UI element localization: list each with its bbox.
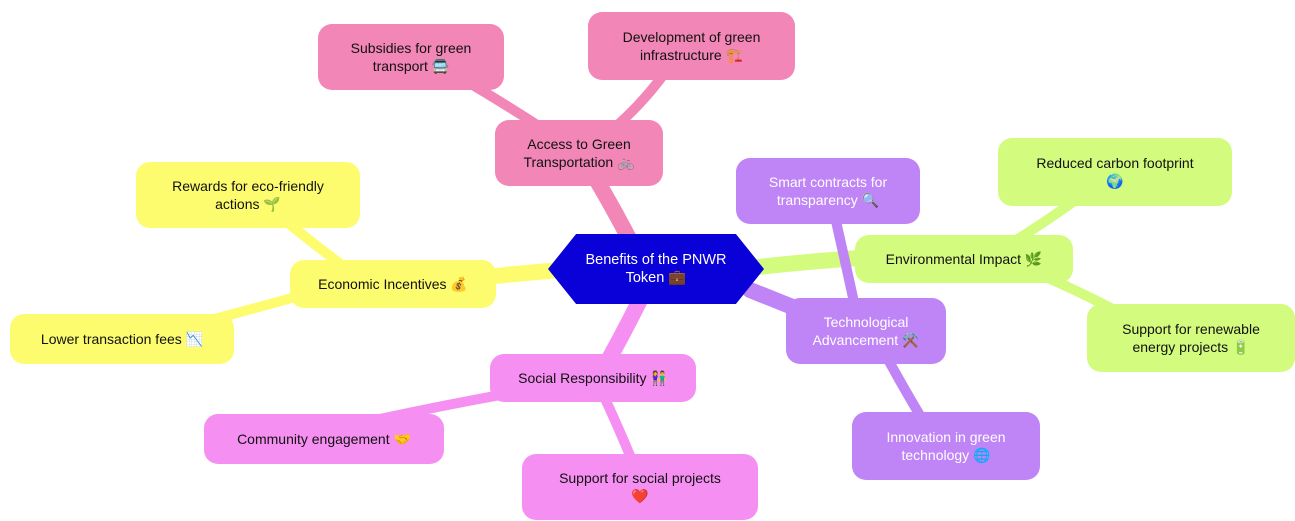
- branch-social-responsibility[interactable]: Social Responsibility 👫: [490, 354, 696, 402]
- topic-label: Support for renewable energy projects 🔋: [1122, 321, 1260, 355]
- topic-label: Innovation in green technology 🌐: [886, 429, 1006, 463]
- topic-innovation-green-technology[interactable]: Innovation in green technology 🌐: [852, 412, 1040, 480]
- topic-renewable-energy-projects[interactable]: Support for renewable energy projects 🔋: [1087, 304, 1295, 372]
- topic-label: Rewards for eco-friendly actions 🌱: [172, 178, 324, 212]
- topic-green-infrastructure[interactable]: Development of green infrastructure 🏗️: [588, 12, 795, 80]
- topic-label: Community engagement 🤝: [237, 431, 411, 447]
- topic-label: Subsidies for green transport 🚍: [350, 40, 472, 74]
- topic-community-engagement[interactable]: Community engagement 🤝: [204, 414, 444, 464]
- topic-label: Support for social projects ❤️: [559, 470, 721, 504]
- branch-technological-advancement[interactable]: Technological Advancement ⚒️: [786, 298, 946, 364]
- topic-label: Development of green infrastructure 🏗️: [622, 29, 761, 63]
- branch-label: Social Responsibility 👫: [518, 370, 668, 386]
- central-topic-label: Benefits of the PNWR Token 💼: [585, 252, 727, 286]
- branch-economic-incentives[interactable]: Economic Incentives 💰: [290, 260, 496, 308]
- topic-label: Smart contracts for transparency 🔍: [768, 174, 888, 208]
- branch-label: Environmental Impact 🌿: [885, 251, 1043, 267]
- topic-reduced-carbon-footprint[interactable]: Reduced carbon footprint 🌍: [998, 138, 1232, 206]
- topic-smart-contracts[interactable]: Smart contracts for transparency 🔍: [736, 158, 920, 224]
- central-topic[interactable]: Benefits of the PNWR Token 💼: [548, 234, 764, 304]
- branch-green-transportation[interactable]: Access to Green Transportation 🚲: [495, 120, 663, 186]
- topic-label: Lower transaction fees 📉: [40, 331, 204, 347]
- branch-label: Access to Green Transportation 🚲: [523, 136, 635, 170]
- branch-label: Technological Advancement ⚒️: [812, 314, 920, 348]
- branch-label: Economic Incentives 💰: [318, 276, 468, 292]
- topic-support-social-projects[interactable]: Support for social projects ❤️: [522, 454, 758, 520]
- topic-lower-transaction-fees[interactable]: Lower transaction fees 📉: [10, 314, 234, 364]
- topic-label: Reduced carbon footprint 🌍: [1036, 155, 1194, 189]
- topic-rewards-eco-friendly[interactable]: Rewards for eco-friendly actions 🌱: [136, 162, 360, 228]
- topic-subsidies-green-transport[interactable]: Subsidies for green transport 🚍: [318, 24, 504, 90]
- branch-environmental-impact[interactable]: Environmental Impact 🌿: [855, 235, 1073, 283]
